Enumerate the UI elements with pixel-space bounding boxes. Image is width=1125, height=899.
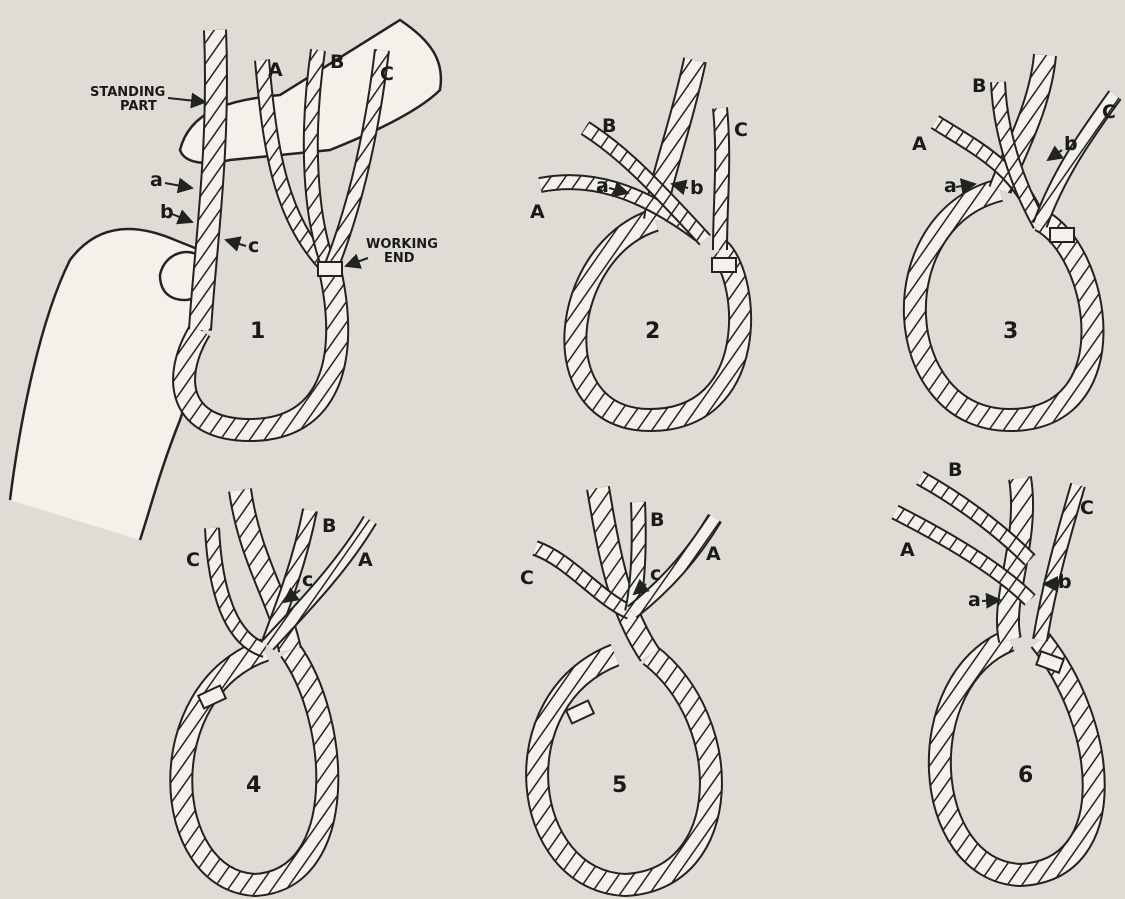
strand-label: C [1102,101,1116,123]
strand-label: A [358,549,373,571]
tuck-label: b [1058,571,1072,593]
panel-number: 2 [645,319,660,344]
panel-number: 3 [1003,319,1018,344]
strand-label: B [948,459,962,481]
tuck-label: b [160,201,174,223]
tuck-label: c [248,235,259,257]
tuck-label: b [1064,133,1078,155]
strand-label: B [330,51,344,73]
strand-label: C [186,549,200,571]
tuck-label: c [302,569,313,591]
tuck-label: a [596,175,609,197]
panel-number: 4 [246,773,261,798]
strand-label: C [1080,497,1094,519]
tuck-label: a [944,175,957,197]
strand-label: A [912,133,927,155]
strand-label: A [268,59,283,81]
strand-label: A [530,201,545,223]
strand-label: C [380,63,394,85]
panel-number: 5 [612,773,627,798]
panel-number: 1 [250,319,265,344]
panel-number: 6 [1018,763,1033,788]
tuck-label: c [650,563,661,585]
strand-label: B [322,515,336,537]
tuck-label: b [690,177,704,199]
strand-label: B [602,115,616,137]
tuck-label: a [968,589,981,611]
tuck-label: a [150,169,163,191]
strand-label: A [900,539,915,561]
strand-label: C [734,119,748,141]
strand-label: B [650,509,664,531]
strand-label: B [972,75,986,97]
strand-label: A [706,543,721,565]
strand-label: C [520,567,534,589]
